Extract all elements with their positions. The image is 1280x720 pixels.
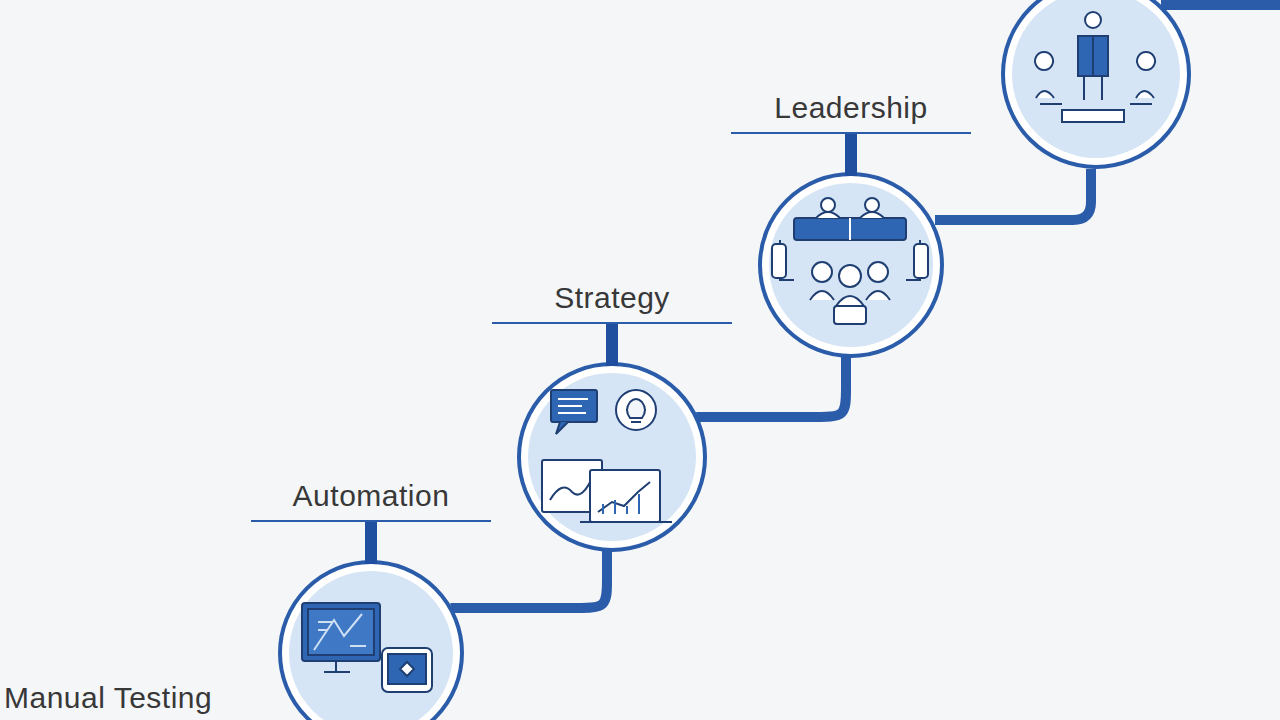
- heading-group: Leadership: [731, 90, 971, 134]
- circle-outline: [278, 560, 464, 720]
- circle-ring: [519, 364, 705, 550]
- step-label: Manual Testing: [4, 681, 212, 715]
- circle-ring: [280, 562, 462, 720]
- heading-group: Strategy: [492, 280, 732, 324]
- exit-line: [1161, 0, 1280, 10]
- step-connector: [696, 356, 846, 417]
- circle-fill: [769, 183, 933, 347]
- step-heading: Automation: [293, 478, 450, 514]
- step-heading: Leadership: [774, 90, 927, 126]
- heading-group: Automation: [251, 478, 491, 522]
- step-connector: [450, 550, 607, 608]
- circle-fill: [289, 571, 453, 720]
- heading-stub: [845, 134, 857, 176]
- circle-fill: [528, 373, 696, 541]
- heading-stub: [606, 324, 618, 366]
- meeting-icon: [772, 198, 928, 324]
- circle-outline: [517, 362, 707, 552]
- testing-icon: [302, 603, 432, 692]
- top-circle: [1003, 0, 1189, 167]
- step-connector: [935, 169, 1091, 220]
- step-heading: Strategy: [554, 280, 670, 316]
- top-circle-fill: [1012, 0, 1180, 158]
- leader-icon: [1035, 12, 1155, 122]
- heading-stub: [365, 522, 377, 564]
- circle-ring: [760, 174, 942, 356]
- circle-outline: [758, 172, 944, 358]
- step-circle: Leadership: [758, 172, 944, 358]
- strategy-icon: [542, 390, 672, 522]
- step-circle: Automation: [278, 560, 464, 720]
- step-circle: Strategy: [517, 362, 707, 552]
